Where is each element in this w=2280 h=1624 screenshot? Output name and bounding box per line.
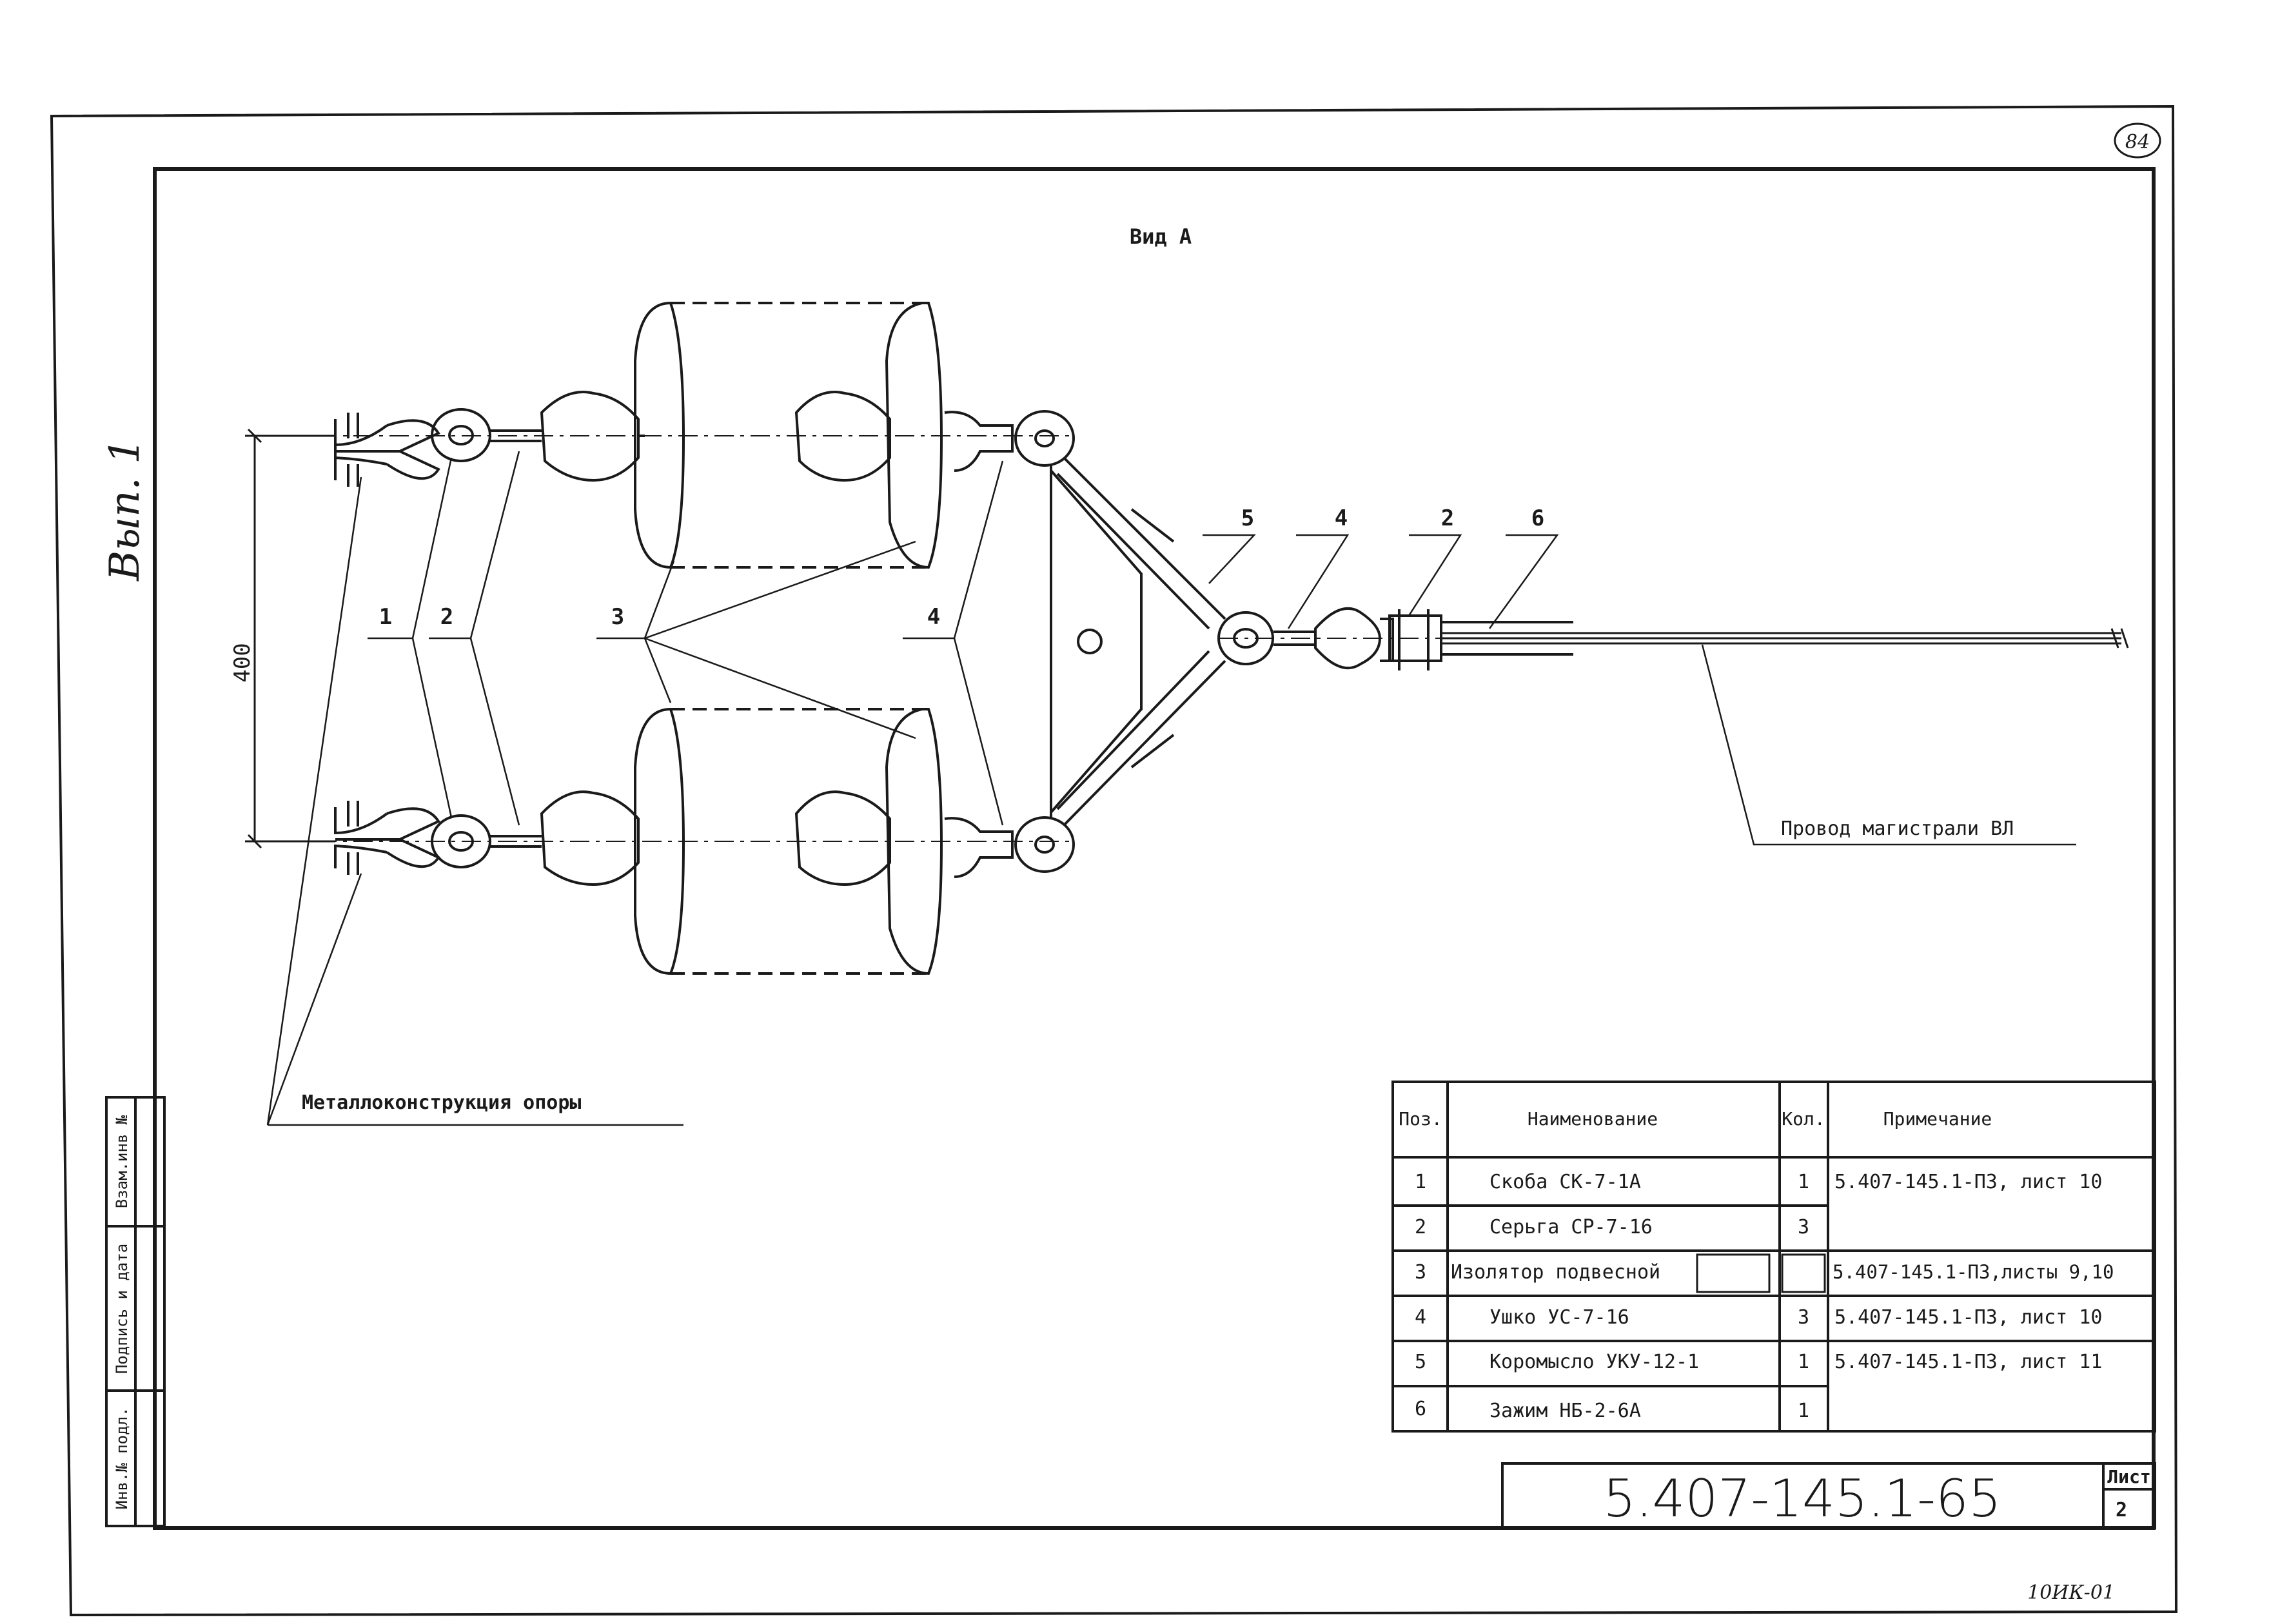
title-block: 5.407-145.1-65 Лист 2 [1501,1462,2156,1529]
cell-name-3: Изолятор подвесной [1451,1261,1660,1284]
corner-sheet-mark: 84 [2114,122,2161,159]
cell-pos-4: 4 [1415,1306,1426,1329]
cell-name-1: Скоба СК-7-1А [1489,1171,1641,1193]
cell-name-5: Коромысло УКУ-12-1 [1489,1351,1699,1373]
cell-name-4: Ушко УС-7-16 [1489,1306,1629,1329]
cell-note-5: 5.407-145.1-ПЗ, лист 11 [1834,1351,2102,1373]
cell-qty-6: 1 [1798,1400,1809,1422]
eye-bottom [1014,816,1075,873]
support-label: Металлоконструкция опоры [302,1091,581,1114]
bracket-bottom [334,801,440,875]
insulator-string-bottom [540,707,1014,975]
dimension-label: 400 [230,643,255,682]
sheet-label: Лист [2107,1466,2150,1487]
sheet-frame [50,104,2178,1617]
cell-pos-6: 6 [1415,1398,1426,1420]
cell-note-1: 5.407-145.1-ПЗ, лист 10 [1834,1171,2102,1193]
sheet-number: 2 [2116,1499,2127,1521]
wire-label: Провод магистрали ВЛ [1781,817,2014,840]
conductor-wire [1441,628,2129,649]
cell-note-4: 5.407-145.1-ПЗ, лист 10 [1834,1306,2102,1329]
th-name: Наименование [1528,1108,1658,1130]
th-qty: Кол. [1782,1108,1825,1130]
line-clamp [1217,607,1573,670]
callout-4-right: 4 [1335,505,1348,531]
callout-5-right: 5 [1241,505,1254,531]
stamp-replace-inv: Взам.инв № [113,1115,131,1208]
cell-pos-3: 3 [1415,1261,1426,1284]
callout-6-right: 6 [1531,505,1544,531]
yoke-plate [1050,456,1226,827]
spec-table: Поз. Наименование Кол. Примечание 1 Скоб… [1391,1081,2156,1433]
callout-1: 1 [379,604,392,630]
cell-pos-5: 5 [1415,1351,1426,1373]
callout-4: 4 [927,604,940,630]
side-note: Вып. 1 [101,438,149,582]
view-title: Вид А [1130,224,1192,249]
side-stamp: Взам.инв № Подпись и дата Инв.№ подл. [105,1096,166,1527]
stamp-inv-original: Инв.№ подл. [113,1407,131,1510]
cell-name-6: Зажим НБ-2-6А [1489,1400,1641,1422]
insulator-string-top [540,301,1014,569]
corner-mark-text: 84 [2125,131,2150,153]
callout-3: 3 [611,604,624,630]
center-lines [245,435,1444,842]
cell-note-3: 5.407-145.1-ПЗ,листы 9,10 [1833,1261,2114,1283]
stamp-signature-date: Подпись и дата [113,1244,131,1374]
dimension-400 [245,428,335,849]
drawing-code: 5.407-145.1-65 [1603,1469,2001,1529]
cell-qty-4: 3 [1798,1306,1809,1329]
cell-name-2: Серьга СР-7-16 [1489,1216,1653,1238]
th-note: Примечание [1883,1108,1992,1130]
position-numbers: 1 2 3 4 5 4 2 6 [379,505,1544,630]
th-pos: Поз. [1399,1108,1442,1130]
cell-pos-2: 2 [1415,1216,1426,1238]
insulator-assembly [245,301,2129,975]
bottom-note: 10ИК-01 [2027,1581,2115,1604]
cell-qty-2: 3 [1798,1216,1809,1238]
cell-pos-1: 1 [1415,1171,1426,1193]
leader-lines [266,451,2076,1126]
cell-qty-1: 1 [1798,1171,1809,1193]
cell-qty-5: 1 [1798,1351,1809,1373]
callout-2: 2 [440,604,453,630]
bracket-top [334,413,440,487]
callout-2-right: 2 [1441,505,1454,531]
eye-top [1014,410,1075,467]
